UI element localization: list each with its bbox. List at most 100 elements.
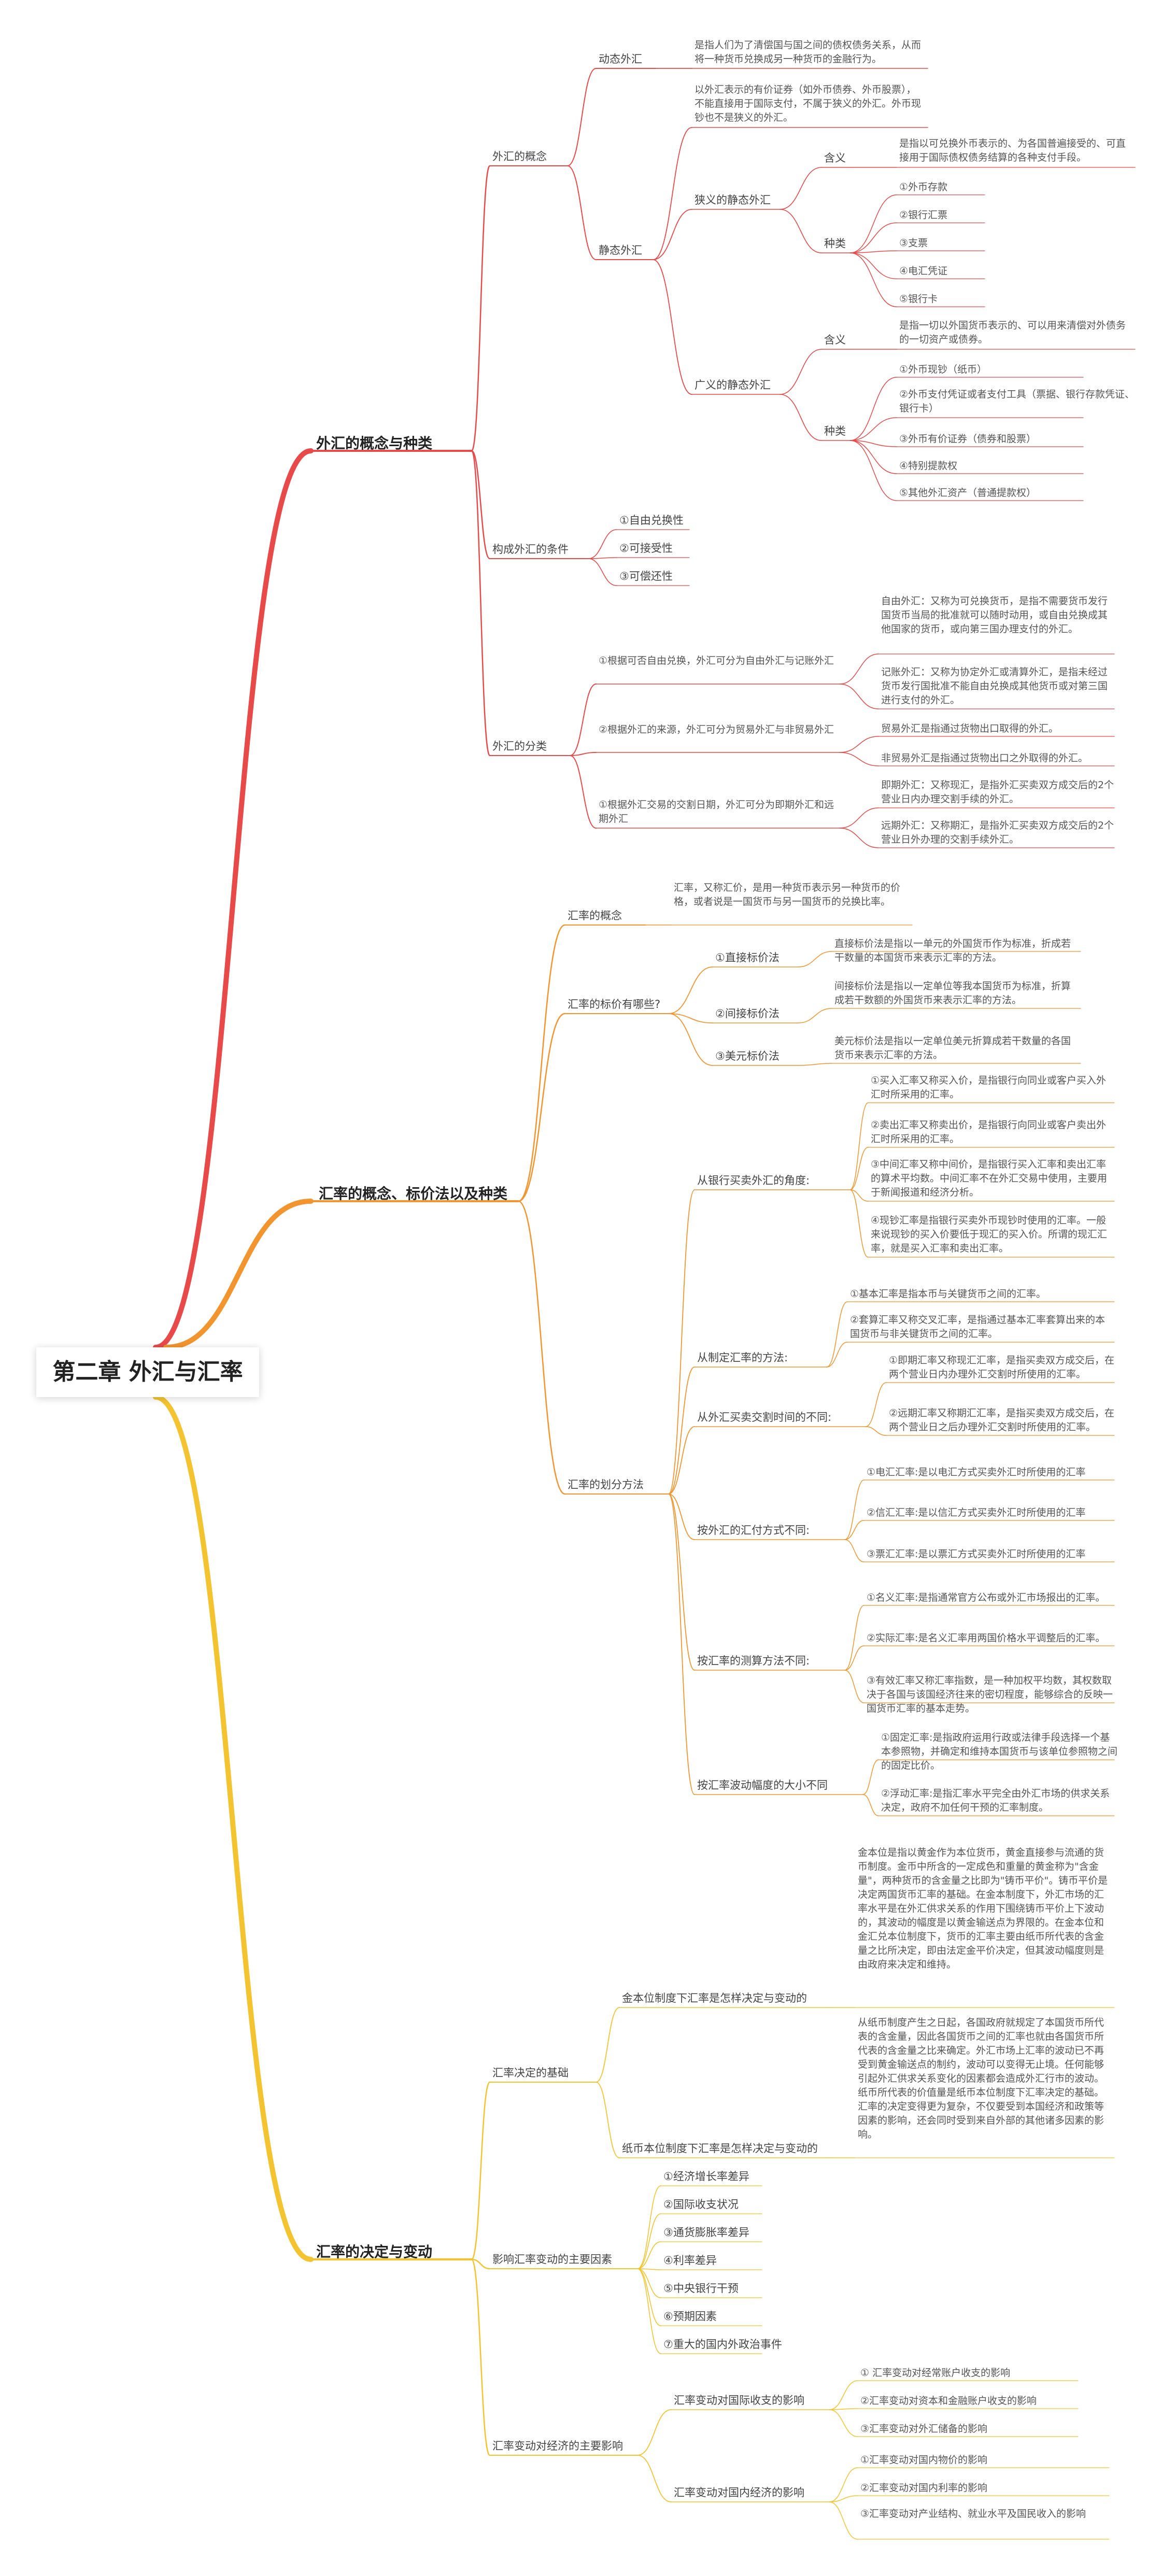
- connector-line: [849, 250, 897, 253]
- quote-indirect-node: ②间接标价法: [715, 1007, 780, 1020]
- connector-line: [798, 1063, 832, 1066]
- broad-meaning-node: 含义: [824, 334, 846, 346]
- bank-rate-item: ①买入汇率又称买入价，是指银行向同业或客户买入外汇时所采用的汇率。: [871, 1075, 1107, 1100]
- connector-line: [839, 807, 879, 829]
- condition-item: ②可接受性: [619, 542, 673, 554]
- connector-line: [849, 417, 897, 441]
- connector-line: [668, 1426, 695, 1495]
- spot-fx-desc: 即期外汇：又称现汇，是指外汇买卖双方成交后的2个营业日内办理交割手续的外汇。: [881, 779, 1114, 805]
- bank-rate-item: ②卖出汇率又称卖出价，是指银行向同业或客户卖出外汇时所采用的汇率。: [871, 1119, 1107, 1145]
- connector-line: [862, 1794, 879, 1816]
- connector-line: [153, 1394, 314, 2262]
- connector-line: [668, 1493, 695, 1671]
- connector-line: [653, 259, 692, 395]
- connector-line: [637, 2185, 661, 2269]
- rate-division-node: 汇率的划分方法: [568, 1478, 644, 1491]
- division-bank-node: 从银行买卖外汇的角度:: [697, 1174, 810, 1187]
- connector-line: [517, 1013, 566, 1202]
- connector-line: [844, 1605, 865, 1671]
- connector-line: [637, 2268, 661, 2298]
- connector-line: [588, 558, 617, 586]
- connector-line: [596, 2082, 620, 2158]
- connector-line: [668, 1013, 713, 1023]
- connector-line: [798, 951, 832, 967]
- connector-line: [637, 2241, 661, 2269]
- connector-line: [668, 1493, 695, 1540]
- connector-line: [596, 2007, 620, 2083]
- branch-rate-determination: 汇率的决定与变动: [316, 2243, 433, 2260]
- connector-line: [570, 755, 597, 829]
- connector-line: [829, 2495, 858, 2502]
- narrow-kind-item: ⑤银行卡: [899, 293, 938, 305]
- quote-indirect-desc: 间接标价法是指以一定单位等我本国货币为标准，折算成若干数额的外国货币来表示汇率的…: [834, 980, 1071, 1006]
- connector-line: [865, 1382, 887, 1427]
- make-rate-item: ①基本汇率是指本币与关键货币之间的汇率。: [850, 1288, 1046, 1300]
- make-rate-item: ②套算汇率又称交叉汇率，是指通过基本汇率套算出来的本国货币与非关键货币之间的汇率…: [850, 1314, 1106, 1340]
- connector-line: [588, 557, 617, 559]
- connector-line: [839, 684, 879, 709]
- division-remit-node: 按外汇的汇付方式不同:: [697, 1524, 810, 1536]
- broad-meaning-desc: 是指一切以外国货币表示的、可以用来清偿对外债务的一切资产或债券。: [899, 320, 1126, 345]
- condition-item: ③可偿还性: [619, 570, 673, 582]
- broad-kind-item: ③外币有价证券（债券和股票）: [899, 433, 1037, 445]
- quote-direct-desc: 直接标价法是指以一单元的外国货币作为标准，折成若干数量的本国货币来表示汇率的方法…: [834, 938, 1071, 963]
- connector-line: [849, 1189, 869, 1202]
- connector-line: [153, 448, 314, 1350]
- connector-line: [637, 2268, 661, 2270]
- effects-intl-node: 汇率变动对国际收支的影响: [674, 2394, 804, 2407]
- classification-spot-vs-forward: ①根据外汇交易的交割日期，外汇可分为即期外汇和远期外汇: [599, 799, 834, 824]
- connector-line: [829, 2408, 858, 2410]
- connector-line: [668, 966, 713, 1014]
- connector-line: [588, 529, 617, 559]
- dynamic-fx-node: 动态外汇: [599, 53, 642, 65]
- root-node: 第二章 外汇与汇率: [36, 1347, 259, 1397]
- bank-rate-item: ④现钞汇率是指银行买卖外币现钞时使用的汇率。一般来说现钞的买入价要低于现汇的买入…: [871, 1215, 1108, 1254]
- connector-line: [849, 440, 897, 501]
- connector-line: [849, 440, 897, 474]
- connector-line: [844, 1645, 865, 1671]
- broad-kind-item: ④特别提款权: [899, 460, 958, 472]
- division-float-node: 按汇率波动幅度的大小不同: [697, 1779, 828, 1791]
- narrow-kind-item: ③支票: [899, 237, 928, 249]
- broad-kind-item: ②外币支付凭证或者支付工具（票据、银行存款凭证、银行卡）: [899, 389, 1135, 414]
- connector-line: [849, 194, 897, 253]
- connector-line: [780, 209, 822, 253]
- factor-item: ①经济增长率差异: [663, 2170, 749, 2183]
- narrow-kind-item: ①外币存款: [899, 181, 948, 193]
- narrow-kinds-node: 种类: [824, 237, 846, 250]
- division-make-node: 从制定汇率的方法:: [697, 1351, 788, 1364]
- float-rate-item: ②浮动汇率:是指汇率水平完全由外汇市场的供求关系决定，政府不加任何干预的汇率制度…: [881, 1788, 1110, 1813]
- connector-line: [637, 2268, 661, 2354]
- factor-item: ⑥预期因素: [663, 2310, 717, 2323]
- connector-line: [849, 252, 897, 279]
- connector-line: [668, 1013, 713, 1066]
- factor-item: ⑦重大的国内外政治事件: [663, 2338, 782, 2351]
- factor-item: ②国际收支状况: [663, 2198, 739, 2211]
- connector-line: [844, 1539, 865, 1562]
- connector-line: [471, 450, 491, 757]
- static-fx-node: 静态外汇: [599, 244, 642, 257]
- narrow-meaning-node: 含义: [824, 152, 846, 164]
- connector-line: [844, 1670, 865, 1703]
- connector-line: [471, 450, 491, 560]
- rate-concept-node: 汇率的概念: [568, 909, 622, 922]
- connector-line: [637, 2213, 661, 2269]
- connector-line: [517, 1200, 566, 1495]
- dynamic-fx-desc: 是指人们为了清偿国与国之间的债权债务关系，从而将一种货币兑换成另一种货币的金融行…: [695, 39, 922, 65]
- connector-line: [849, 222, 897, 253]
- domestic-effect-item: ①汇率变动对国内物价的影响: [860, 2454, 988, 2466]
- quote-direct-node: ①直接标价法: [715, 951, 780, 964]
- broad-kind-item: ⑤其他外汇资产（普通提款权）: [899, 487, 1037, 499]
- connector-line: [849, 1189, 869, 1258]
- connector-line: [653, 209, 692, 260]
- connector-line: [844, 1520, 865, 1540]
- narrow-meaning-desc: 是指以可兑换外币表示的、为各国普遍接受的、可直接用于国际债权债务结算的各种支付手…: [899, 138, 1126, 163]
- remit-rate-item: ①电汇汇率:是以电汇方式买卖外汇时所使用的汇率: [867, 1467, 1086, 1478]
- domestic-effect-item: ②汇率变动对国内利率的影响: [860, 2482, 988, 2494]
- connector-line: [637, 2268, 661, 2326]
- narrow-static-fx-node: 狭义的静态外汇: [695, 194, 771, 206]
- measure-rate-item: ③有效汇率又称汇率指数，是一种加权平均数，其权数取决于各国与该国经济往来的密切程…: [867, 1675, 1113, 1714]
- domestic-effect-item: ③汇率变动对产业结构、就业水平及国民收入的影响: [860, 2508, 1086, 2520]
- connector-line: [829, 2409, 858, 2437]
